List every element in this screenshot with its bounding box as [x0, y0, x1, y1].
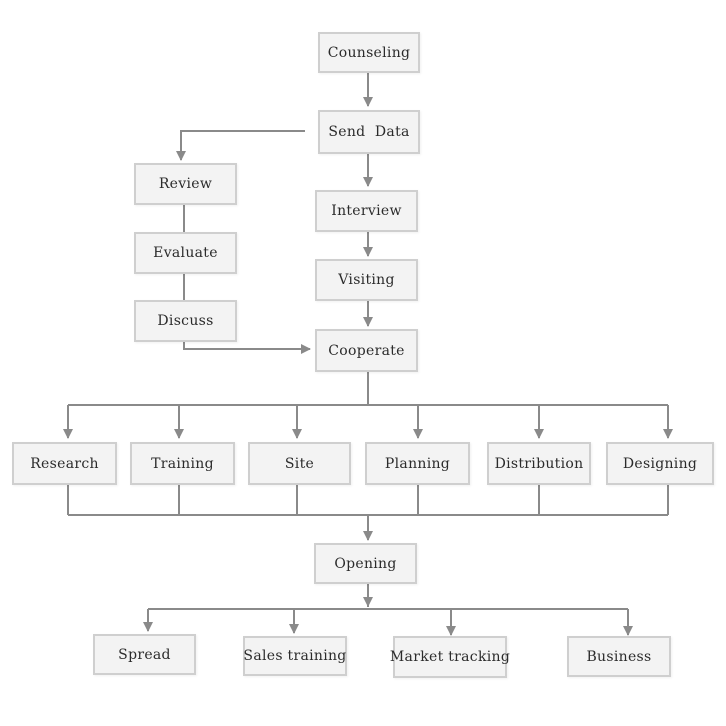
planning-box: Planning — [365, 442, 470, 485]
cooperate-box: Cooperate — [315, 329, 418, 372]
send-data-box: Send Data — [318, 110, 420, 154]
counseling-box: Counseling — [318, 32, 420, 73]
discuss-box: Discuss — [134, 300, 237, 342]
interview-box: Interview — [315, 190, 418, 232]
training-box: Training — [130, 442, 235, 485]
sales-training-box: Sales training — [243, 636, 347, 676]
site-box: Site — [248, 442, 351, 485]
market-tracking-box: Market tracking — [390, 636, 510, 678]
arrow-send-data-to-review — [176, 130, 305, 161]
arrow-discuss-to-cooperate — [183, 342, 311, 354]
opening-box: Opening — [314, 543, 417, 584]
designing-box: Designing — [606, 442, 714, 485]
review-box: Review — [134, 163, 237, 205]
business-box: Business — [567, 636, 671, 677]
research-box: Research — [12, 442, 117, 485]
visiting-box: Visiting — [315, 259, 418, 301]
spread-box: Spread — [93, 634, 196, 675]
distribution-box: Distribution — [487, 442, 591, 485]
evaluate-box: Evaluate — [134, 232, 237, 274]
